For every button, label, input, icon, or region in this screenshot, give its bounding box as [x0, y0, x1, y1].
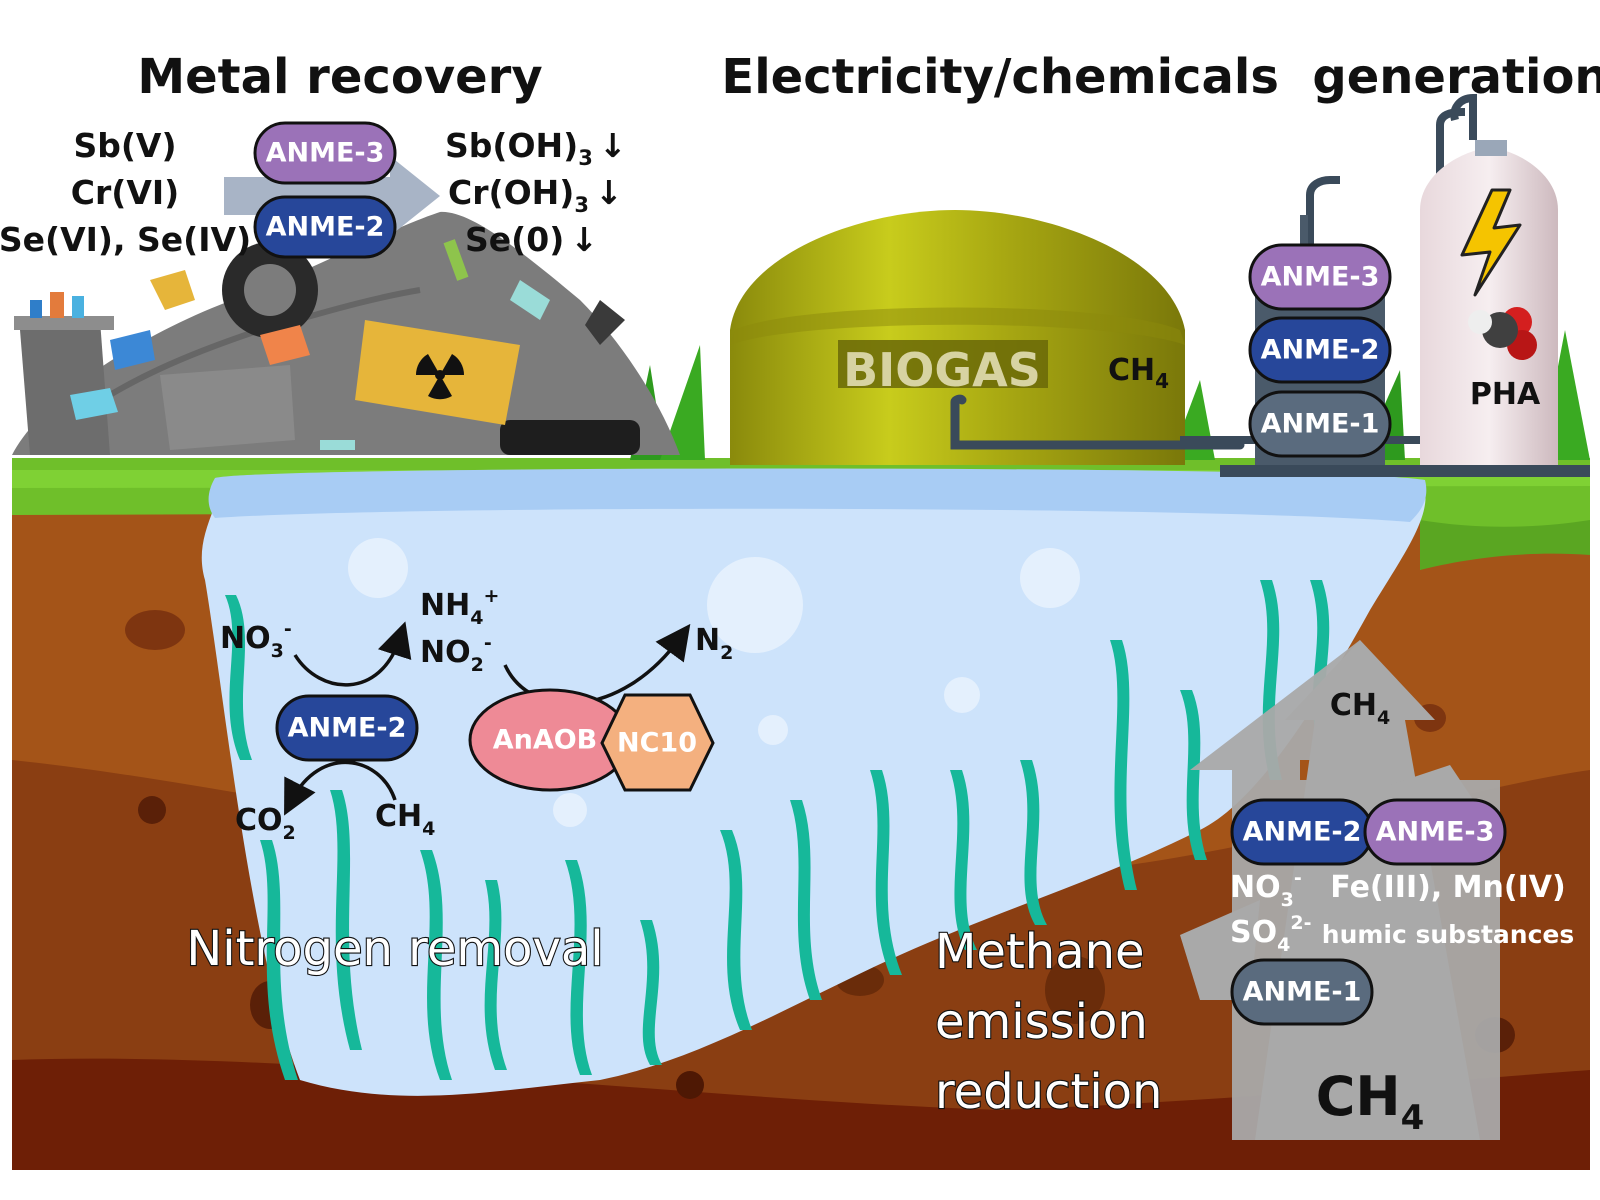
acceptor-nitrate-label: NO3-: [1230, 867, 1302, 911]
svg-text:ANME-1: ANME-1: [1243, 977, 1362, 1008]
metal-inputs: Sb(V) Cr(VI) Se(VI), Se(IV): [0, 126, 251, 259]
biogas-anme-2-pill: ANME-2: [1248, 316, 1392, 384]
svg-text:ANME-2: ANME-2: [1261, 335, 1380, 366]
landfill-heap: [12, 211, 680, 455]
nitrogen-removal-cycle: NO3- NH4+ NO2- N2 CO2 CH4 ANME-2 AnAOB N…: [220, 585, 733, 844]
methane-anme-2-pill: ANME-2: [1230, 798, 1374, 866]
biogas-anme-1-pill: ANME-1: [1248, 390, 1392, 458]
nc10-cell: NC10: [600, 693, 715, 792]
svg-text:ANME-3: ANME-3: [266, 138, 385, 169]
title-metal-recovery: Metal recovery: [137, 49, 542, 105]
svg-text:AnAOB: AnAOB: [493, 725, 598, 756]
metal-input: Cr(VI): [71, 173, 179, 212]
svg-text:NC10: NC10: [617, 728, 697, 759]
seaweed: [225, 580, 1332, 1080]
acceptor-humic-label: humic substances: [1322, 920, 1574, 949]
methane-bottom-label: CH4: [1316, 1065, 1425, 1138]
svg-text:ANME-2: ANME-2: [266, 212, 385, 243]
svg-text:ANME-3: ANME-3: [1261, 262, 1380, 293]
biogas-methane-label: CH4: [1108, 353, 1169, 393]
svg-text:emission: emission: [935, 994, 1148, 1050]
nitrate-reduction-arrow: [293, 621, 412, 687]
nitrogen-anme-2-pill: ANME-2: [275, 694, 419, 762]
lightning-icon: [1460, 188, 1522, 297]
nitrogen-gas-label: N2: [695, 623, 733, 664]
metal-anme-2-pill: ANME-2: [253, 195, 397, 259]
methane-anme-1-pill: ANME-1: [1230, 958, 1374, 1026]
methane-input-label: CH4: [375, 799, 435, 840]
nitrite-label: NO2-: [420, 632, 492, 676]
metal-outputs: Sb(OH)3↓ Cr(OH)3↓ Se(0)↓: [445, 126, 627, 259]
water-basin: [201, 468, 1427, 1096]
metal-input: Sb(V): [73, 126, 176, 165]
metal-input: Se(VI), Se(IV): [0, 220, 251, 259]
methane-anme-3-pill: ANME-3: [1363, 798, 1507, 866]
methane-emission-title: Methane emission reduction: [934, 923, 1164, 1121]
acceptor-metals-label: Fe(III), Mn(IV): [1330, 870, 1565, 905]
svg-text:ANME-3: ANME-3: [1376, 817, 1495, 848]
acceptor-sulfate-label: SO42-: [1230, 912, 1311, 956]
biogas-digester: [730, 108, 1465, 465]
methane-top-label: CH4: [1330, 688, 1390, 729]
co2-molecule-icon: [1468, 307, 1537, 360]
pha-tank: [1220, 93, 1590, 477]
metal-output: Se(0)↓: [465, 220, 598, 259]
methane-oxidation-arrow: [284, 760, 397, 816]
radiation-icon: [415, 351, 465, 400]
metal-output: Cr(OH)3↓: [448, 173, 623, 217]
title-electricity-generation: Electricity/chemicals generation: [721, 49, 1600, 105]
nitrogen-removal-title: Nitrogen removal: [186, 921, 603, 977]
biogas-anme-3-pill: ANME-3: [1248, 243, 1392, 311]
biogas-label: BIOGAS: [843, 343, 1041, 397]
svg-text:ANME-1: ANME-1: [1261, 409, 1380, 440]
nitrate-label: NO3-: [220, 618, 292, 662]
metal-anme-3-pill: ANME-3: [253, 121, 397, 185]
co2-label: CO2: [235, 803, 296, 844]
svg-text:ANME-2: ANME-2: [1243, 817, 1362, 848]
pha-label: PHA: [1470, 377, 1541, 412]
trash-can-icon: [20, 320, 110, 455]
ammonium-label: NH4+: [420, 585, 499, 629]
svg-text:Methane: Methane: [935, 924, 1145, 980]
svg-text:reduction: reduction: [935, 1064, 1162, 1120]
svg-text:ANME-2: ANME-2: [288, 713, 407, 744]
anaob-cell: AnAOB: [468, 688, 632, 792]
metal-output: Sb(OH)3↓: [445, 126, 627, 170]
